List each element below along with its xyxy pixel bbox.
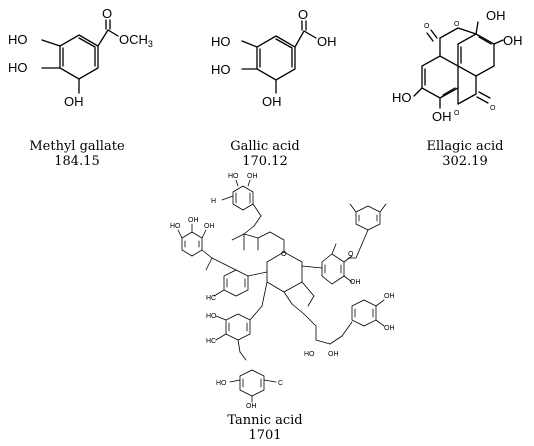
gallic-acid-oh-acid: OH	[317, 34, 337, 49]
ellagic-acid-o1: O	[424, 23, 430, 30]
tannic-acid-lr-oh3: OH	[328, 351, 339, 358]
methyl-gallate-och3: OCH3	[119, 32, 153, 49]
ellagic-acid-ho-left: HO	[392, 90, 412, 105]
methyl-gallate-caption: Methyl gallate 184.15	[22, 139, 132, 169]
tannic-acid-right-oh: OH	[350, 279, 361, 286]
tannic-acid-left-oh1: OH	[188, 217, 199, 224]
tannic-acid-top-oh: OH	[247, 173, 258, 180]
methyl-gallate-mw: 184.15	[54, 154, 100, 169]
tannic-acid-mw: 1701	[248, 428, 282, 443]
gallic-acid-caption: Gallic acid 170.12	[210, 139, 320, 169]
tannic-acid-top-h: H	[211, 198, 216, 205]
gallic-acid-carbonyl-o: O	[298, 7, 308, 22]
methyl-gallate-ho-top: HO	[8, 32, 28, 47]
ellagic-acid-name: Ellagic acid	[426, 139, 504, 154]
tannic-acid-lr-oh2: OH	[384, 325, 395, 332]
ellagic-acid-mw: 302.19	[442, 154, 488, 169]
tannic-acid-structure: O HO OH H O	[170, 173, 395, 410]
gallic-acid-structure: HO HO OH O OH	[211, 7, 337, 109]
methyl-gallate-structure: HO HO OH O OCH3	[8, 6, 153, 109]
tannic-acid-caption: Tannic acid 1701	[210, 413, 320, 443]
ellagic-acid-oh-top: OH	[486, 8, 506, 23]
tannic-acid-bottom-ho: HO	[216, 380, 227, 387]
tannic-acid-bottom-oh: OH	[246, 403, 257, 410]
ellagic-acid-o3: O	[454, 110, 460, 117]
tannic-acid-lr-ho: HO	[304, 351, 315, 358]
methyl-gallate-carbonyl-o: O	[102, 6, 112, 21]
methyl-gallate-ho-mid: HO	[8, 60, 28, 75]
gallic-acid-name: Gallic acid	[230, 139, 300, 154]
tannic-acid-bottom-c: C	[278, 380, 283, 387]
tannic-acid-low-hc: HC	[206, 338, 216, 345]
ellagic-acid-oh-right: OH	[503, 33, 523, 48]
ellagic-acid-oh-bottom: OH	[432, 109, 452, 124]
ellagic-acid-structure: O O O O OH OH HO OH	[392, 8, 523, 124]
gallic-acid-ho-mid: HO	[211, 62, 231, 77]
tannic-acid-ring-o: O	[281, 251, 287, 258]
ellagic-acid-caption: Ellagic acid 302.19	[410, 139, 520, 169]
tannic-acid-lr-oh1: OH	[384, 293, 395, 300]
gallic-acid-oh-bottom: OH	[262, 94, 282, 109]
tannic-acid-mid-hc: HC	[206, 295, 216, 302]
tannic-acid-left-ho: HO	[170, 223, 181, 230]
gallic-acid-mw: 170.12	[242, 154, 288, 169]
tannic-acid-low-ho: HO	[206, 313, 217, 320]
methyl-gallate-oh-bottom: OH	[64, 94, 84, 109]
tannic-acid-left-oh2: OH	[204, 223, 215, 230]
ellagic-acid-o2: O	[454, 21, 460, 28]
gallic-acid-ho-top: HO	[211, 34, 231, 49]
tannic-acid-name: Tannic acid	[227, 413, 303, 428]
methyl-gallate-name: Methyl gallate	[29, 139, 125, 154]
ellagic-acid-o4: O	[490, 105, 496, 112]
tannic-acid-top-ho: HO	[228, 173, 239, 180]
tannic-acid-right-o: O	[348, 251, 354, 258]
